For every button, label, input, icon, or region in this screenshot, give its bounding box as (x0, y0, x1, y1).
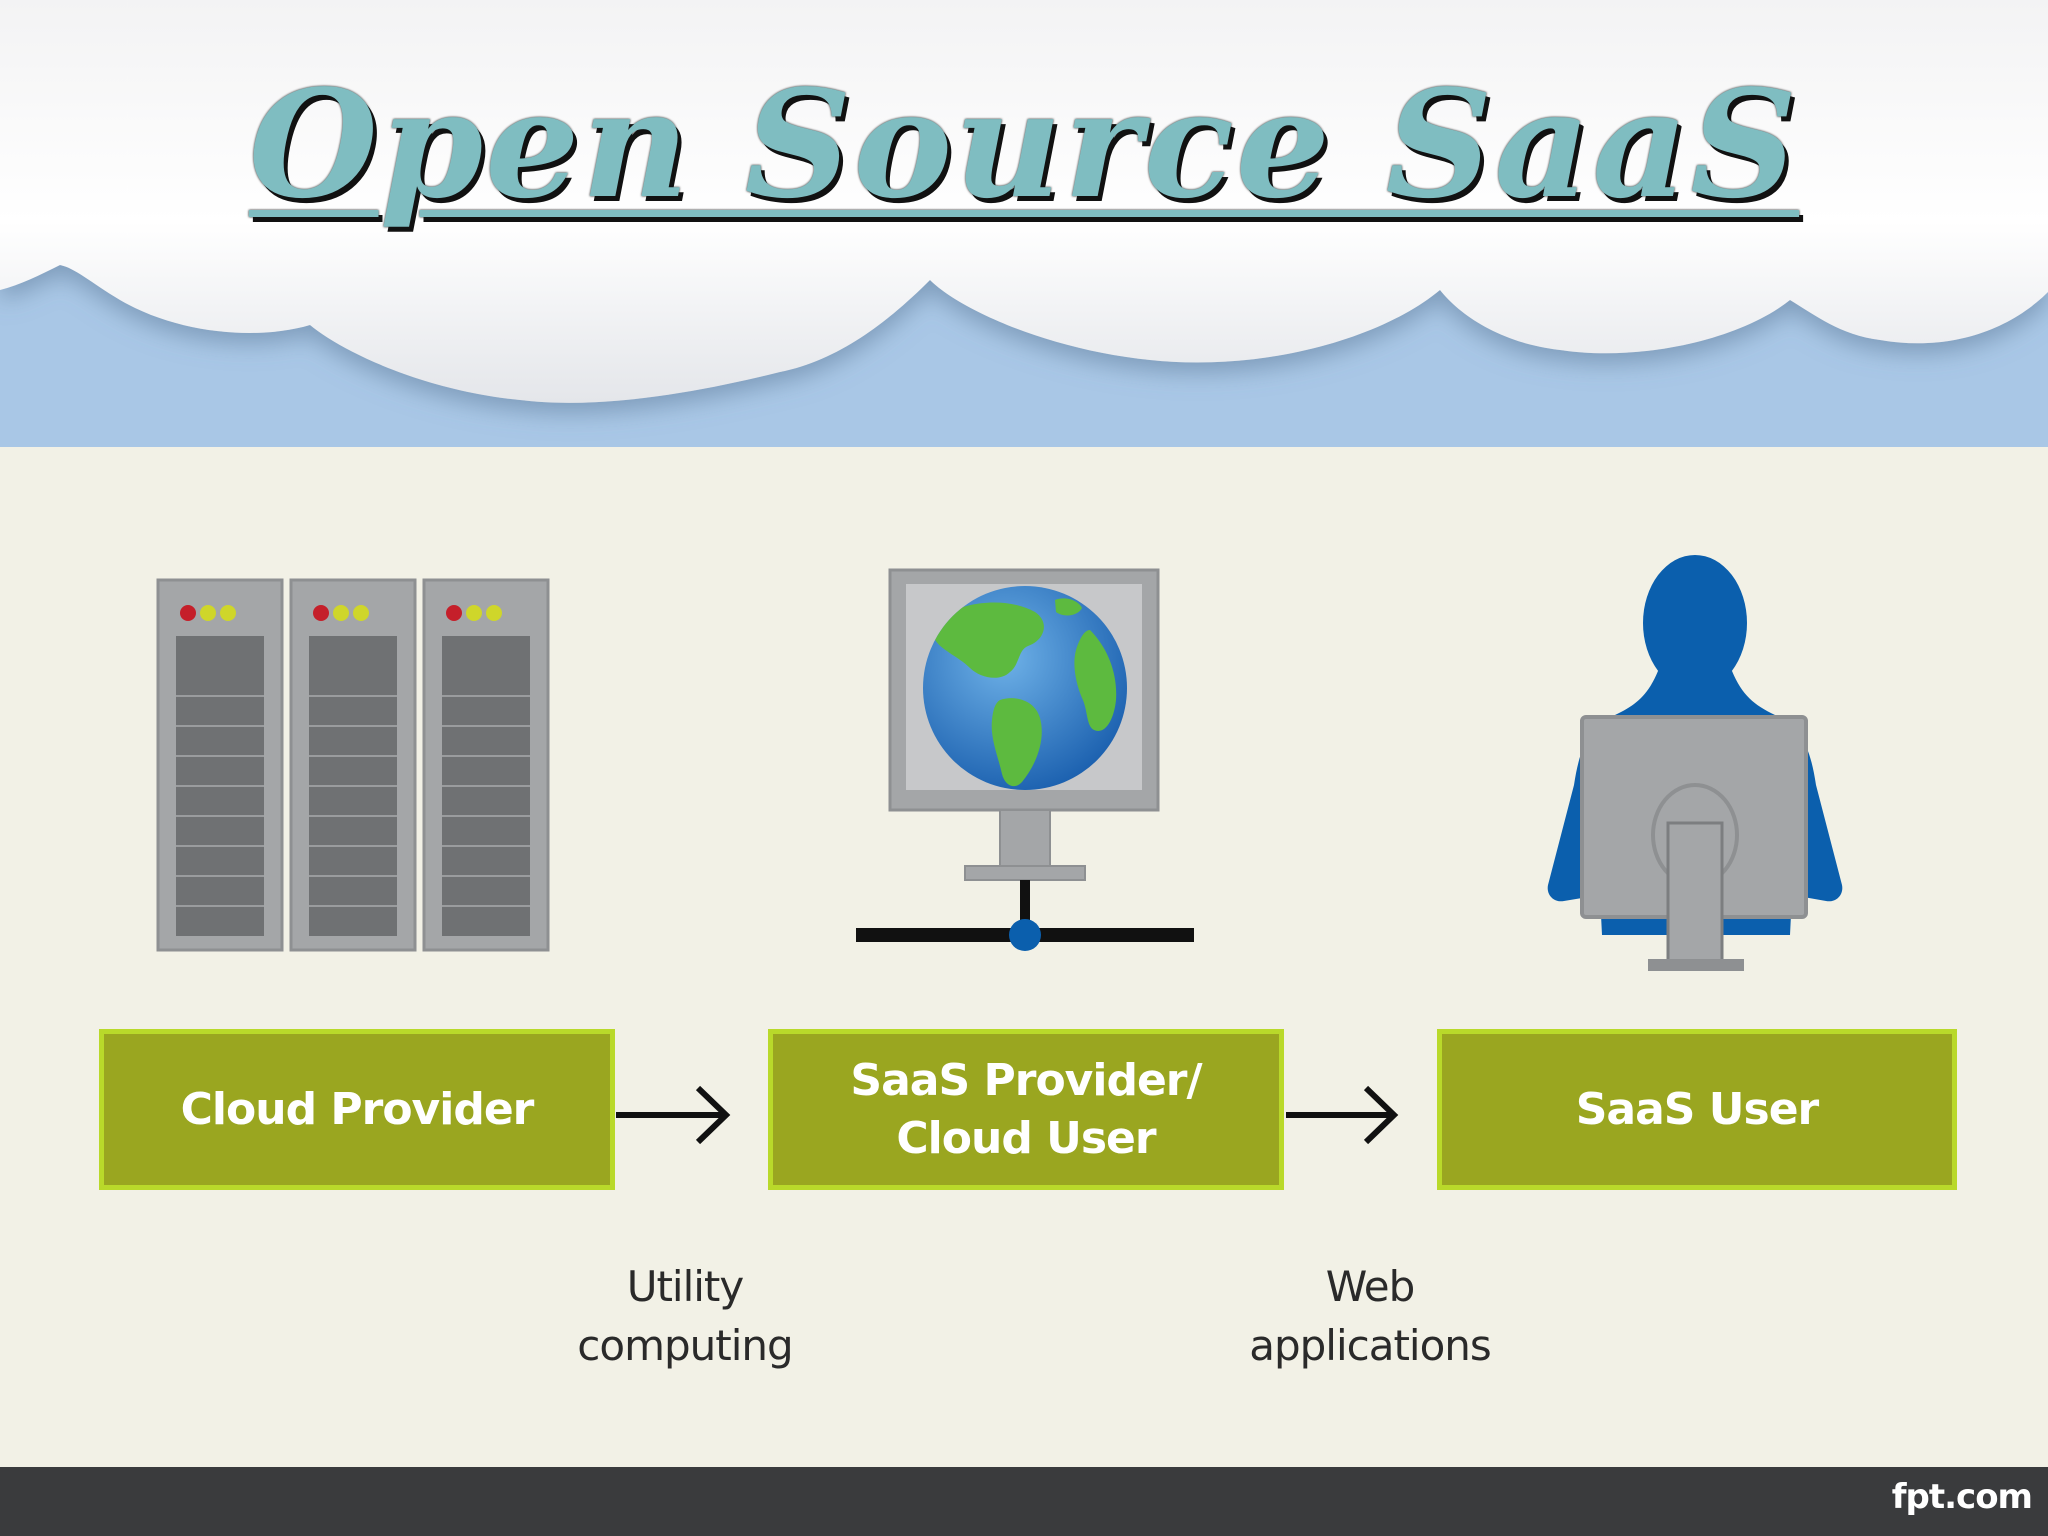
web-applications-note: Web applications (1200, 1258, 1540, 1376)
saas-user-box: SaaS User (1437, 1029, 1957, 1190)
cloud-background (0, 0, 2048, 447)
note-line: Utility (626, 1262, 745, 1311)
saas-provider-box: SaaS Provider/ Cloud User (768, 1029, 1284, 1190)
server-unit (289, 578, 417, 952)
person-head (1643, 555, 1747, 691)
note-line: applications (1249, 1320, 1492, 1370)
globe-monitor-network-icon (856, 568, 1194, 951)
monitor-stand (999, 809, 1051, 869)
server-rack-icon (156, 578, 550, 952)
server-unit (156, 578, 284, 952)
slide-title: Open Source SaaS (248, 57, 1800, 231)
server-unit (422, 578, 550, 952)
monitor-base (1648, 959, 1744, 971)
monitor-base (964, 865, 1086, 881)
footer-bar: fpt.com (0, 1467, 2048, 1536)
note-line: Web (1325, 1262, 1416, 1311)
cloud-provider-box: Cloud Provider (99, 1029, 615, 1190)
note-line: computing (577, 1320, 793, 1370)
cloud-shape (0, 0, 2048, 403)
utility-computing-note: Utility computing (520, 1258, 850, 1376)
network-node (1009, 919, 1041, 951)
saas-user-label: SaaS User (1575, 1083, 1820, 1135)
arrow-right-icon (1286, 1085, 1399, 1145)
network-drop (1020, 880, 1030, 928)
cloud-header: Open Source SaaS (0, 0, 2048, 447)
footer-brand: fpt.com (1891, 1477, 2033, 1517)
user-at-computer-icon (1547, 555, 1843, 971)
saas-provider-label-line2: Cloud User (896, 1112, 1156, 1164)
arrow-right-icon (616, 1085, 731, 1145)
saas-provider-label-line1: SaaS Provider/ (850, 1055, 1202, 1107)
cloud-provider-label: Cloud Provider (180, 1083, 535, 1135)
monitor-stand (1666, 821, 1724, 967)
